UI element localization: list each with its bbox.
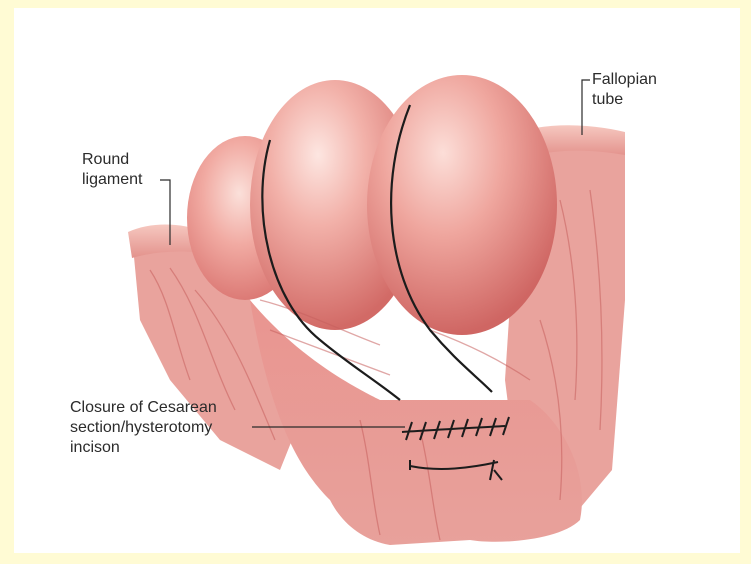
round-ligament-label-line-2: ligament <box>82 170 142 190</box>
fundus-right-lobe <box>367 75 557 335</box>
closure-label-line-1: Closure of Cesarean <box>70 398 217 418</box>
fallopian-tube-label: Fallopian tube <box>592 70 657 110</box>
closure-label: Closure of Cesarean section/hysterotomy … <box>70 398 217 458</box>
closure-label-line-3: incison <box>70 438 217 458</box>
round-ligament-label-line-1: Round <box>82 150 142 170</box>
fallopian-tube-label-line-1: Fallopian <box>592 70 657 90</box>
fallopian-tube-label-line-2: tube <box>592 90 657 110</box>
closure-label-line-2: section/hysterotomy <box>70 418 217 438</box>
round-ligament-label: Round ligament <box>82 150 142 190</box>
